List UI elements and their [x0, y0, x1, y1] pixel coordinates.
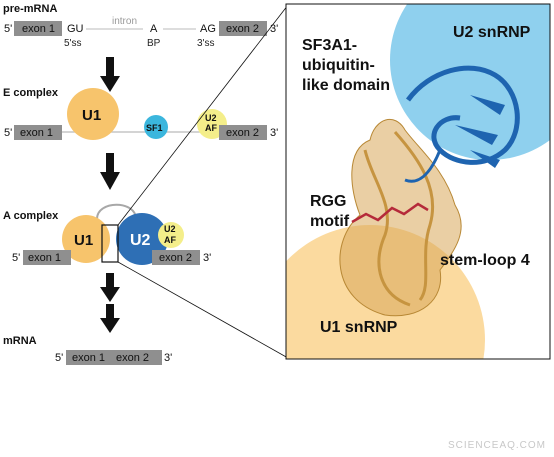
premrna-exon1-label: exon 1: [22, 23, 55, 35]
a-complex-exon2: [152, 250, 200, 265]
a-complex-u2af-line1: U2: [164, 224, 176, 234]
mrna-5prime: 5': [55, 352, 63, 364]
mrna-exons: [66, 350, 162, 365]
premrna-5ss: 5'ss: [64, 38, 81, 49]
arrow-down-icon: [100, 57, 120, 92]
premrna-5prime: 5': [4, 23, 12, 35]
arrow-down-icon: [100, 153, 120, 190]
mrna-3prime: 3': [164, 352, 172, 364]
premrna-exon2: [219, 21, 267, 36]
e-complex-5prime: 5': [4, 127, 12, 139]
mrna-exon1-label: exon 1: [72, 352, 105, 364]
a-complex-section: A complex U1 U2 U2 AF 5' exon 1 exon 2 3…: [3, 203, 211, 265]
structure-panel: U2 snRNP SF3A1- ubiquitin- like domain R…: [285, 3, 551, 360]
a-complex-u2af-line2: AF: [164, 235, 176, 245]
rgg-motif-structure: [351, 202, 429, 224]
premrna-bp: BP: [147, 38, 161, 49]
a-complex-3prime: 3': [203, 252, 211, 264]
a-complex-u2af: [158, 222, 184, 248]
a-complex-zoom-box: [101, 224, 119, 263]
stem-loop-label: stem-loop 4: [440, 252, 530, 269]
sf3a1-label-line1: SF3A1-: [302, 37, 357, 54]
premrna-3ss: 3'ss: [197, 38, 214, 49]
rgg-label-line1: RGG: [310, 193, 346, 210]
mrna-title: mRNA: [3, 335, 37, 347]
structure-panel-border: [285, 3, 551, 360]
sf3a1-label-line3: like domain: [302, 77, 390, 94]
sf3a1-ribbon: [404, 65, 520, 183]
premrna-gu: GU: [67, 23, 84, 35]
mrna-section: mRNA 5' exon 1 exon 2 3': [3, 335, 172, 365]
a-complex-u1: [62, 215, 110, 263]
e-complex-sf1-label: SF1: [146, 123, 163, 133]
u1-snrnp-label: U1 snRNP: [320, 319, 398, 336]
a-complex-5prime: 5': [12, 252, 20, 264]
a-complex-u2-label: U2: [130, 232, 151, 249]
premrna-intron-label: intron: [112, 16, 137, 27]
a-complex-u1-label: U1: [74, 232, 93, 249]
mrna-exon2-label: exon 2: [116, 352, 149, 364]
e-complex-u1-label: U1: [82, 107, 101, 124]
watermark: SCIENCEAQ.COM: [447, 440, 546, 451]
a-complex-title: A complex: [3, 210, 59, 222]
e-complex-exon1: [14, 125, 62, 140]
e-complex-sf1: [144, 115, 168, 139]
premrna-a: A: [150, 23, 158, 35]
e-complex-u2af-line2: AF: [205, 123, 217, 133]
premrna-title: pre-mRNA: [3, 3, 57, 15]
e-complex-u2af-line1: U2: [205, 113, 217, 123]
arrow-down-icon: [100, 273, 120, 302]
zoom-line-bottom: [117, 261, 289, 359]
premrna-3prime: 3': [270, 23, 278, 35]
zoom-line-top: [117, 4, 289, 226]
premrna-ag: AG: [200, 23, 216, 35]
u2-snrnp-sphere: [390, 4, 550, 160]
e-complex-section: E complex U1 5' exon 1 SF1 U2 AF exon 2 …: [3, 87, 278, 140]
arrow-down-icon: [100, 304, 120, 333]
rgg-label-line2: motif: [310, 213, 350, 230]
a-complex-exon2-label: exon 2: [159, 252, 192, 264]
a-complex-exon1: [23, 250, 71, 265]
e-complex-exon2-label: exon 2: [226, 127, 259, 139]
e-complex-3prime: 3': [270, 127, 278, 139]
u2-snrnp-label: U2 snRNP: [453, 24, 531, 41]
premrna-exon1: [14, 21, 62, 36]
premrna-exon2-label: exon 2: [226, 23, 259, 35]
e-complex-exon2: [219, 125, 267, 140]
e-complex-exon1-label: exon 1: [20, 127, 53, 139]
e-complex-u1: [67, 88, 119, 140]
premrna-section: pre-mRNA 5' exon 1 GU 5'ss intron A BP A…: [3, 3, 278, 49]
a-complex-exon1-label: exon 1: [28, 252, 61, 264]
sf3a1-label-line2: ubiquitin-: [302, 57, 375, 74]
e-complex-title: E complex: [3, 87, 59, 99]
